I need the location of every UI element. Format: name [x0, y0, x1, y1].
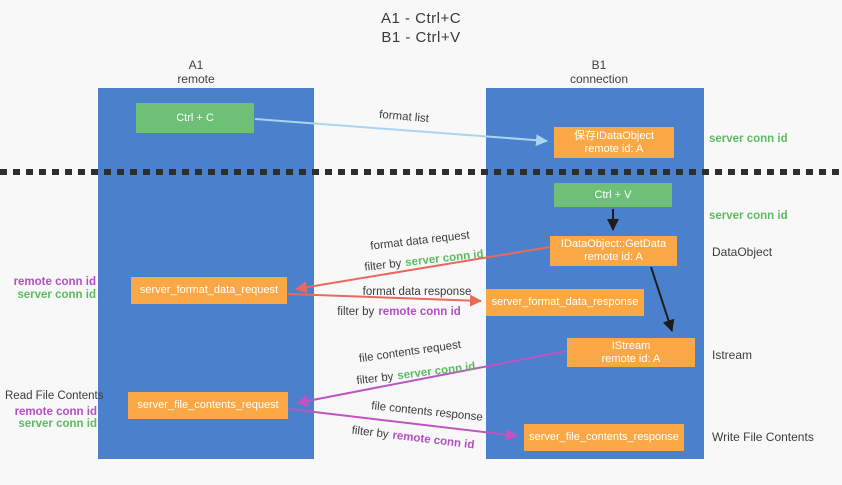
diagram-title: A1 - Ctrl+C B1 - Ctrl+V: [0, 9, 842, 47]
dataobject-label: DataObject: [712, 245, 773, 259]
server-conn-id-text: server conn id: [396, 360, 477, 383]
remote-conn-id-text: remote conn id: [13, 276, 96, 288]
remote-conn-id-text: remote conn id: [391, 429, 476, 452]
left-file-labels: Read File Contents remote conn id server…: [5, 390, 104, 431]
ctrl-v-label: Ctrl + V: [594, 188, 632, 201]
istream-line1: IStream: [611, 339, 651, 352]
format-request-label: server_format_data_request: [139, 284, 279, 296]
filter-by-text: filter by: [363, 257, 403, 274]
ctrl-c-label: Ctrl + C: [176, 111, 214, 124]
column-b1-role: connection: [569, 72, 629, 86]
node-ctrl-v: Ctrl + V: [554, 183, 672, 207]
node-server-format-data-response: server_format_data_response: [486, 289, 644, 316]
column-header-b1: B1 connection: [486, 58, 712, 86]
getdata-line1: IDataObject::GetData: [560, 238, 667, 250]
server-conn-id-right-mid: server conn id: [709, 210, 788, 222]
format-list-label: format list: [378, 108, 430, 126]
server-conn-id-text: server conn id: [404, 248, 485, 270]
column-a1-role: remote: [177, 72, 215, 86]
title-line-1: A1 - Ctrl+C: [380, 10, 462, 27]
left-format-conn-ids: remote conn id server conn id: [10, 276, 96, 301]
remote-conn-id-text: remote conn id: [14, 405, 97, 418]
file-response-label: server_file_contents_response: [529, 431, 679, 443]
file-contents-response-label: file contents response: [370, 400, 484, 424]
filter-by-text: filter by: [337, 306, 375, 318]
file-request-label: server_file_contents_request: [137, 399, 279, 411]
server-conn-id-right-top: server conn id: [709, 133, 788, 145]
getdata-line2: remote id: A: [584, 251, 643, 263]
node-server-file-contents-request: server_file_contents_request: [128, 392, 288, 419]
node-server-format-data-request: server_format_data_request: [131, 277, 287, 304]
format-data-request-label: format data request: [369, 229, 471, 253]
phase-separator-dotted-line: [0, 169, 842, 175]
column-b1-name: B1: [591, 58, 607, 72]
write-file-contents-label: Write File Contents: [712, 430, 814, 444]
istream-line2: remote id: A: [601, 352, 661, 365]
server-conn-id-text: server conn id: [17, 288, 96, 301]
filter-by-text: filter by: [355, 370, 395, 388]
format-response-label: server_format_data_response: [491, 296, 639, 308]
istream-side-label: Istream: [712, 348, 753, 362]
filter-by-text: filter by: [350, 424, 390, 441]
node-save-idataobject: 保存IDataObject remote id: A: [554, 127, 674, 158]
node-ctrl-c: Ctrl + C: [136, 103, 254, 133]
file-contents-request-label: file contents request: [358, 338, 462, 366]
save-idataobject-line2: remote id: A: [584, 142, 644, 155]
node-server-file-contents-response: server_file_contents_response: [524, 424, 684, 451]
remote-conn-id-text: remote conn id: [378, 306, 461, 318]
server-conn-id-text: server conn id: [18, 418, 97, 430]
node-idataobject-getdata: IDataObject::GetData remote id: A: [550, 236, 677, 266]
format-data-response-label: format data response: [362, 286, 472, 298]
node-istream: IStream remote id: A: [567, 338, 695, 367]
column-header-a1: A1 remote: [98, 58, 294, 86]
column-a1-name: A1: [188, 58, 204, 72]
title-line-2: B1 - Ctrl+V: [381, 29, 461, 46]
save-idataobject-line1: 保存IDataObject: [573, 129, 655, 142]
read-file-contents-label: Read File Contents: [5, 390, 104, 402]
